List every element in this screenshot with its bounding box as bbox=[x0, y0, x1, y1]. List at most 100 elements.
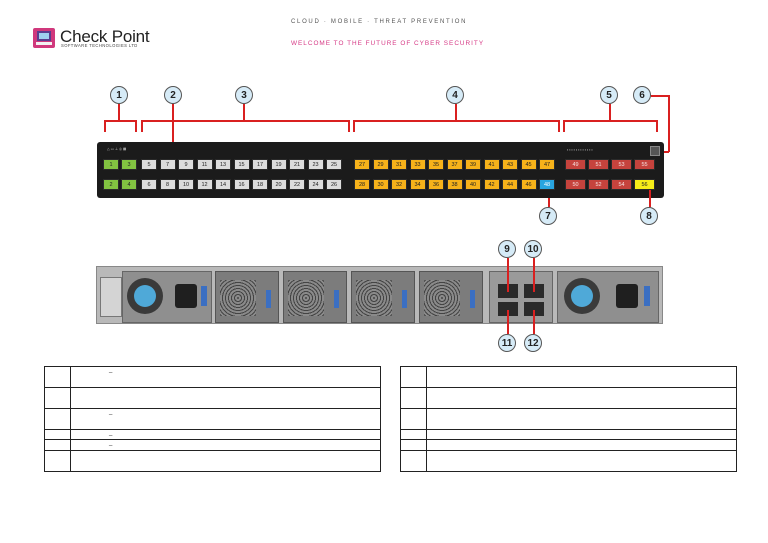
port-4[interactable]: 4 bbox=[121, 179, 137, 190]
legend-row: _ bbox=[44, 408, 381, 430]
port-9[interactable]: 9 bbox=[178, 159, 194, 170]
port-47[interactable]: 47 bbox=[539, 159, 555, 170]
port-51[interactable]: 51 bbox=[588, 159, 609, 170]
port-31[interactable]: 31 bbox=[391, 159, 407, 170]
legend-description-cell bbox=[426, 387, 737, 409]
port-16[interactable]: 16 bbox=[233, 179, 250, 190]
callout-12: 12 bbox=[524, 334, 542, 352]
legend-description-cell: _ bbox=[70, 366, 381, 388]
legend-row: _ bbox=[44, 439, 381, 451]
port-32[interactable]: 32 bbox=[391, 179, 407, 190]
port-20[interactable]: 20 bbox=[270, 179, 287, 190]
port-8[interactable]: 8 bbox=[159, 179, 176, 190]
port-41[interactable]: 41 bbox=[483, 159, 500, 170]
port-54[interactable]: 54 bbox=[611, 179, 632, 190]
fan-module-4[interactable] bbox=[419, 271, 483, 323]
port-3[interactable]: 3 bbox=[121, 159, 137, 170]
port-45[interactable]: 45 bbox=[520, 159, 537, 170]
port-27[interactable]: 27 bbox=[354, 159, 370, 170]
legend-description-cell bbox=[70, 450, 381, 472]
legend-table-left: ____ bbox=[44, 366, 381, 472]
callout-5: 5 bbox=[600, 86, 618, 104]
legend-number-cell bbox=[44, 450, 71, 472]
check-point-logo bbox=[33, 28, 55, 48]
port-44[interactable]: 44 bbox=[502, 179, 518, 190]
port-39[interactable]: 39 bbox=[465, 159, 481, 170]
port-25[interactable]: 25 bbox=[326, 159, 342, 170]
port-30[interactable]: 30 bbox=[372, 179, 389, 190]
port-15[interactable]: 15 bbox=[233, 159, 250, 170]
port-12[interactable]: 12 bbox=[196, 179, 213, 190]
legend-number-cell bbox=[400, 408, 427, 430]
legend-row bbox=[400, 450, 737, 472]
fan-module-2[interactable] bbox=[283, 271, 347, 323]
port-48[interactable]: 48 bbox=[539, 179, 555, 190]
port-19[interactable]: 19 bbox=[270, 159, 287, 170]
port-29[interactable]: 29 bbox=[372, 159, 389, 170]
welcome-banner: WELCOME TO THE FUTURE OF CYBER SECURITY bbox=[291, 40, 485, 47]
legend-number-cell bbox=[44, 366, 71, 388]
rear-port-11[interactable] bbox=[498, 302, 518, 316]
callout-1: 1 bbox=[110, 86, 128, 104]
brand-name: Check Point bbox=[60, 27, 150, 46]
psu-latch-2[interactable] bbox=[644, 286, 650, 306]
fan-icon bbox=[564, 278, 600, 314]
port-56[interactable]: 56 bbox=[634, 179, 655, 190]
port-1[interactable]: 1 bbox=[103, 159, 119, 170]
rear-port-12[interactable] bbox=[524, 302, 544, 316]
port-26[interactable]: 26 bbox=[326, 179, 342, 190]
legend-number-cell bbox=[44, 387, 71, 409]
status-leds: △ ▭ ⊥ ◎ ▦ bbox=[107, 147, 127, 151]
psu-handle-left[interactable] bbox=[100, 277, 122, 317]
port-46[interactable]: 46 bbox=[520, 179, 537, 190]
port-40[interactable]: 40 bbox=[465, 179, 481, 190]
port-35[interactable]: 35 bbox=[428, 159, 444, 170]
management-module bbox=[489, 271, 553, 323]
legend-description-cell bbox=[426, 408, 737, 430]
power-inlet-2[interactable] bbox=[616, 284, 638, 308]
port-43[interactable]: 43 bbox=[502, 159, 518, 170]
port-33[interactable]: 33 bbox=[409, 159, 426, 170]
port-49[interactable]: 49 bbox=[565, 159, 586, 170]
psu-latch-1[interactable] bbox=[201, 286, 207, 306]
port-5[interactable]: 5 bbox=[141, 159, 157, 170]
tagline: CLOUD · MOBILE · THREAT PREVENTION bbox=[291, 19, 468, 25]
legend-number-cell bbox=[44, 429, 71, 440]
port-14[interactable]: 14 bbox=[215, 179, 231, 190]
port-21[interactable]: 21 bbox=[289, 159, 305, 170]
legend-number-cell bbox=[44, 439, 71, 451]
legend-description-cell bbox=[426, 429, 737, 440]
console-port[interactable] bbox=[650, 146, 660, 156]
fan-module-3[interactable] bbox=[351, 271, 415, 323]
port-18[interactable]: 18 bbox=[252, 179, 268, 190]
port-24[interactable]: 24 bbox=[307, 179, 324, 190]
fan-module-1[interactable] bbox=[215, 271, 279, 323]
port-6[interactable]: 6 bbox=[141, 179, 157, 190]
port-leds-40g: ▪ ▪ ▪ ▪ ▪ ▪ ▪ ▪ ▪ ▪ ▪ ▪ bbox=[567, 148, 593, 152]
port-13[interactable]: 13 bbox=[215, 159, 231, 170]
legend-row bbox=[400, 408, 737, 430]
port-22[interactable]: 22 bbox=[289, 179, 305, 190]
bracket-2-stem bbox=[172, 104, 174, 144]
port-10[interactable]: 10 bbox=[178, 179, 194, 190]
port-11[interactable]: 11 bbox=[196, 159, 213, 170]
port-28[interactable]: 28 bbox=[354, 179, 370, 190]
port-36[interactable]: 36 bbox=[428, 179, 444, 190]
port-42[interactable]: 42 bbox=[483, 179, 500, 190]
port-52[interactable]: 52 bbox=[588, 179, 609, 190]
legend-description-cell bbox=[426, 439, 737, 451]
port-34[interactable]: 34 bbox=[409, 179, 426, 190]
callout-6: 6 bbox=[633, 86, 651, 104]
power-inlet-1[interactable] bbox=[175, 284, 197, 308]
port-7[interactable]: 7 bbox=[159, 159, 176, 170]
port-2[interactable]: 2 bbox=[103, 179, 119, 190]
port-50[interactable]: 50 bbox=[565, 179, 586, 190]
port-53[interactable]: 53 bbox=[611, 159, 632, 170]
legend-description-cell bbox=[70, 387, 381, 409]
port-23[interactable]: 23 bbox=[307, 159, 324, 170]
port-38[interactable]: 38 bbox=[446, 179, 463, 190]
port-17[interactable]: 17 bbox=[252, 159, 268, 170]
rear-panel bbox=[96, 266, 663, 324]
port-55[interactable]: 55 bbox=[634, 159, 655, 170]
port-37[interactable]: 37 bbox=[446, 159, 463, 170]
